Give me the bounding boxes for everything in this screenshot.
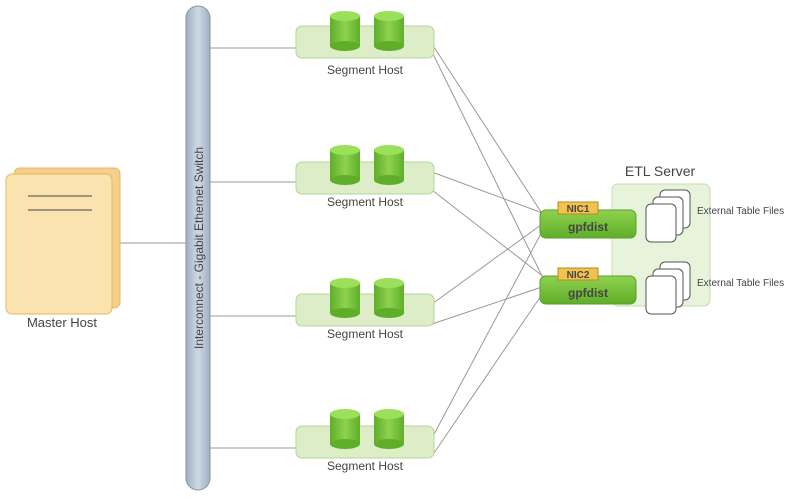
external-table-files-2: External Table Files xyxy=(697,278,784,289)
disk-icon xyxy=(330,11,360,51)
disk-icon xyxy=(374,11,404,51)
segment-host-1: Segment Host xyxy=(295,11,435,77)
disk-icon xyxy=(330,145,360,185)
gpfdist-1-label: gpfdist xyxy=(568,220,608,234)
segment-host-label: Segment Host xyxy=(327,195,404,209)
master-host-label: Master Host xyxy=(27,315,97,330)
master-host: Master Host xyxy=(5,167,121,330)
gpfdist-2: NIC2 gpfdist xyxy=(539,267,637,305)
etl-server-title: ETL Server xyxy=(625,163,696,179)
external-table-files-1: External Table Files xyxy=(697,206,784,217)
segment-host-label: Segment Host xyxy=(327,459,404,473)
disk-icon xyxy=(330,278,360,318)
connection-lines xyxy=(120,43,546,457)
disk-icon xyxy=(374,278,404,318)
nic2-label: NIC2 xyxy=(567,270,590,281)
gpfdist-2-label: gpfdist xyxy=(568,286,608,300)
disk-icon xyxy=(374,409,404,449)
etl-server: ETL Server NIC1 gpfdist External Table F… xyxy=(539,163,784,315)
gpfdist-1: NIC1 gpfdist xyxy=(539,201,637,239)
segment-host-label: Segment Host xyxy=(327,63,404,77)
disk-icon xyxy=(374,145,404,185)
segment-host-2: Segment Host xyxy=(295,145,435,209)
interconnect-switch: Interconnect - Gigabit Ethernet Switch xyxy=(185,5,211,491)
file-stack-1: External Table Files xyxy=(645,189,784,243)
segment-host-4: Segment Host xyxy=(295,409,435,473)
disk-icon xyxy=(330,409,360,449)
interconnect-label: Interconnect - Gigabit Ethernet Switch xyxy=(192,147,206,349)
segment-host-3: Segment Host xyxy=(295,278,435,341)
file-stack-2: External Table Files xyxy=(645,261,784,315)
nic1-label: NIC1 xyxy=(567,204,590,215)
segment-host-label: Segment Host xyxy=(327,327,404,341)
